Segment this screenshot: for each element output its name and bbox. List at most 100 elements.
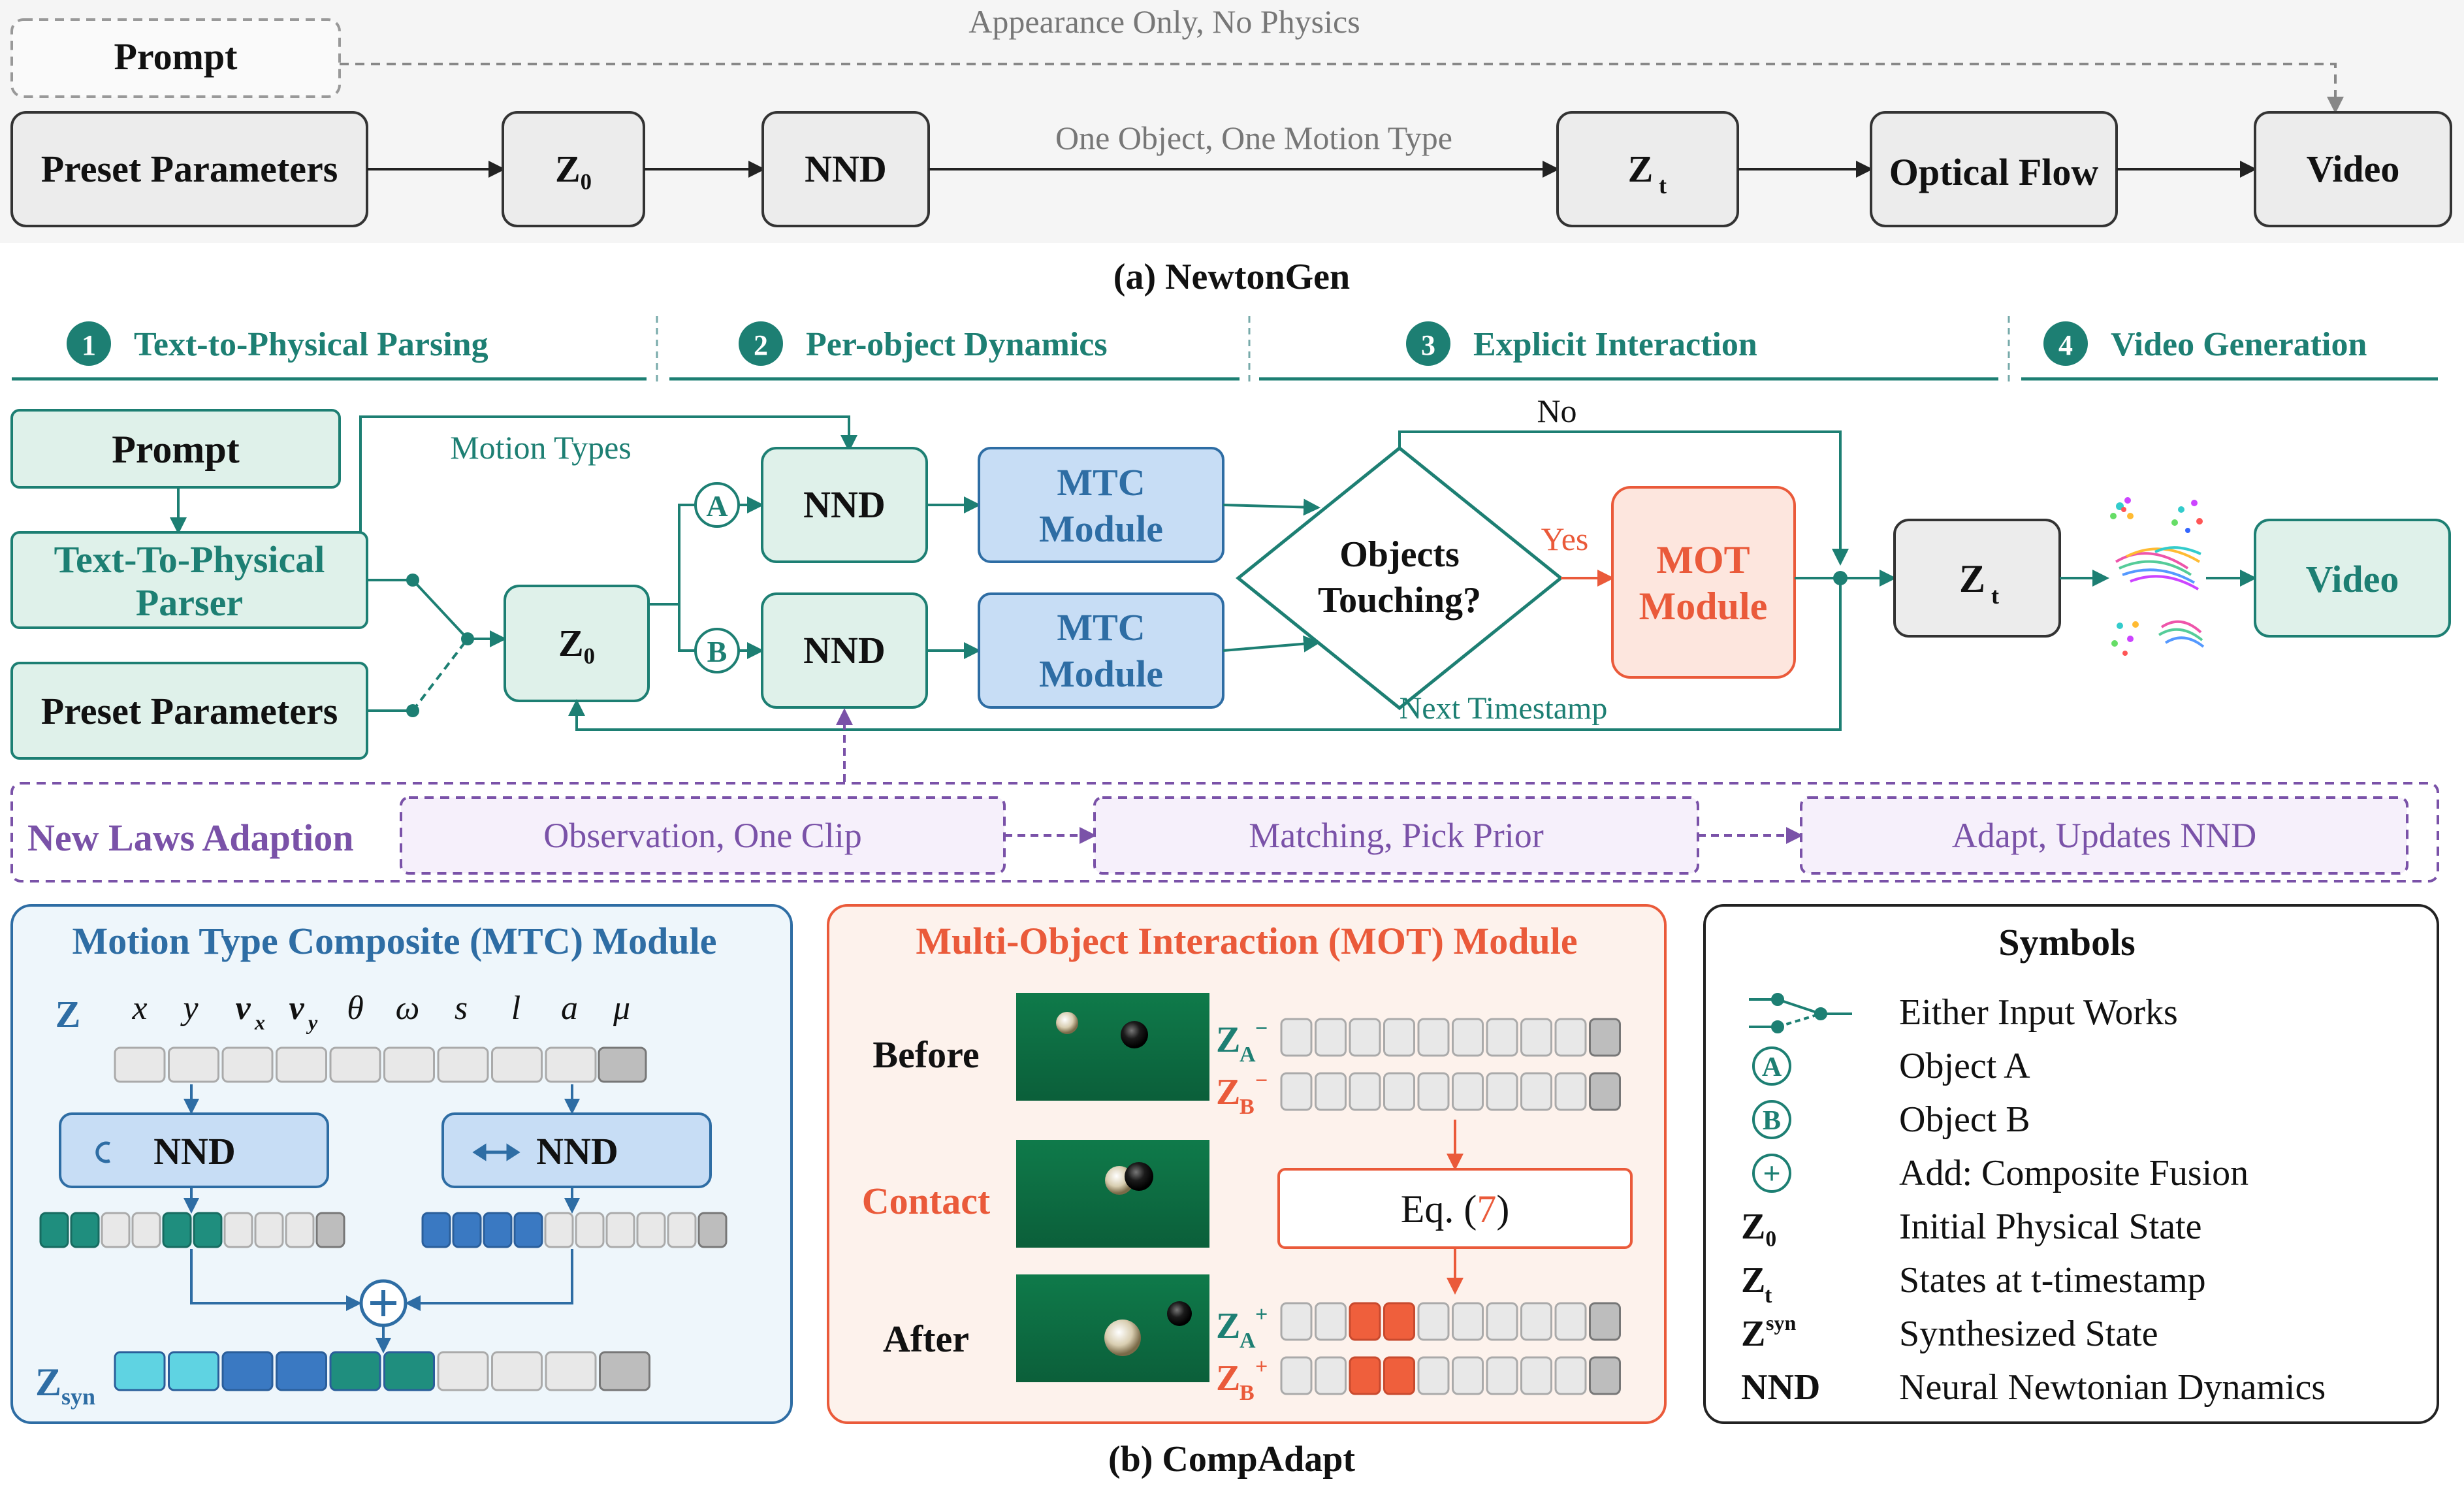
symbol-zsyn: Z syn Synthesized State bbox=[1741, 1311, 2158, 1354]
newtongen-zt-label: Z bbox=[1628, 148, 1654, 190]
branch-a-path bbox=[648, 504, 695, 606]
no-path bbox=[1398, 430, 1849, 566]
state-variable-label: v bbox=[289, 990, 304, 1027]
state-cell bbox=[636, 1212, 666, 1248]
state-cell bbox=[1383, 1018, 1415, 1057]
mtc-b-line2: Module bbox=[1039, 653, 1163, 695]
state-cell bbox=[1315, 1302, 1347, 1341]
state-cell bbox=[605, 1212, 635, 1248]
state-cell bbox=[1315, 1018, 1347, 1057]
state-cell bbox=[491, 1351, 543, 1391]
state-variable-subscript: y bbox=[306, 1011, 318, 1034]
state-cell bbox=[483, 1212, 513, 1248]
symbol-nnd: NND Neural Newtonian Dynamics bbox=[1741, 1367, 2326, 1408]
state-cell bbox=[1417, 1356, 1450, 1395]
translation-icon bbox=[472, 1143, 520, 1161]
svg-text:B: B bbox=[1763, 1106, 1781, 1136]
mtc-nnd-left: NND bbox=[59, 1112, 329, 1188]
billiard-before-image bbox=[1016, 993, 1209, 1101]
nnd-b-box: NND bbox=[761, 592, 928, 709]
zsyn-sub: syn bbox=[61, 1384, 95, 1410]
state-cell bbox=[276, 1351, 327, 1391]
state-cell bbox=[575, 1212, 605, 1248]
symbol-zt: Z t States at t-timestamp bbox=[1741, 1260, 2206, 1308]
arrow-mtc-decision-a bbox=[1223, 498, 1320, 516]
motion-note: One Object, One Motion Type bbox=[1055, 120, 1452, 156]
stage-2-number: 2 bbox=[754, 329, 768, 361]
svg-text:B: B bbox=[1240, 1095, 1255, 1119]
newtongen-prompt-label: Prompt bbox=[114, 35, 238, 78]
state-cell bbox=[383, 1351, 435, 1391]
state-cell bbox=[421, 1212, 451, 1248]
stage-2-label: Per-object Dynamics bbox=[806, 326, 1108, 363]
svg-text:Add: Composite Fusion: Add: Composite Fusion bbox=[1899, 1153, 2248, 1193]
caption-b: (b) CompAdapt bbox=[1108, 1439, 1355, 1480]
state-cell bbox=[599, 1351, 650, 1391]
svg-text:Z: Z bbox=[1216, 1072, 1240, 1112]
yes-label: Yes bbox=[1541, 521, 1589, 557]
object-b-marker: B bbox=[694, 628, 740, 673]
parser-label-line2: Parser bbox=[136, 581, 243, 624]
stage-4-label: Video Generation bbox=[2111, 326, 2367, 363]
state-cell bbox=[1349, 1072, 1381, 1111]
state-variable-subscript: x bbox=[254, 1011, 265, 1034]
state-cell bbox=[1554, 1018, 1587, 1057]
state-cell bbox=[1554, 1072, 1587, 1111]
symbol-object-a: A Object A bbox=[1752, 1046, 2030, 1086]
svg-text:Z: Z bbox=[1216, 1020, 1240, 1060]
state-cell bbox=[70, 1212, 100, 1248]
pipeline-z0-label: Z₀ bbox=[558, 622, 595, 664]
pipeline-preset-label: Preset Parameters bbox=[41, 690, 338, 732]
arrow-mtc-decision-b bbox=[1223, 635, 1320, 653]
state-cell bbox=[1280, 1356, 1313, 1395]
state-variable-label: s bbox=[455, 990, 468, 1027]
state-variable-label: μ bbox=[613, 990, 630, 1027]
za-plus-cells bbox=[1280, 1302, 1621, 1341]
mtc-nnd-right: NND bbox=[441, 1112, 712, 1188]
svg-text:syn: syn bbox=[1766, 1311, 1796, 1335]
newtongen-flow-label: Optical Flow bbox=[1889, 151, 2099, 193]
svg-text:+: + bbox=[1255, 1355, 1268, 1379]
mtc-a-line1: MTC bbox=[1057, 461, 1145, 504]
svg-text:Z₀: Z₀ bbox=[1741, 1207, 1776, 1247]
state-cell bbox=[162, 1212, 192, 1248]
newtongen-nnd-box: NND bbox=[761, 111, 930, 227]
state-cell bbox=[329, 1351, 381, 1391]
mot-line1: MOT bbox=[1656, 538, 1750, 581]
appearance-path bbox=[340, 63, 2344, 114]
state-cell bbox=[1520, 1018, 1552, 1057]
svg-text:Z: Z bbox=[1741, 1314, 1765, 1354]
adaption-title: New Laws Adaption bbox=[27, 817, 354, 859]
newtongen-preset-label: Preset Parameters bbox=[41, 148, 338, 190]
state-cell bbox=[223, 1212, 253, 1248]
decision-line1: Objects bbox=[1339, 534, 1460, 575]
svg-text:A: A bbox=[1240, 1329, 1256, 1353]
billiard-contact-image bbox=[1016, 1140, 1209, 1248]
state-cell bbox=[1452, 1018, 1484, 1057]
state-cell bbox=[1383, 1072, 1415, 1111]
svg-text:B: B bbox=[1240, 1381, 1255, 1405]
svg-text:Z: Z bbox=[1741, 1260, 1765, 1301]
composite-fusion-icon bbox=[359, 1279, 408, 1327]
next-timestamp-label: Next Timestamp bbox=[1400, 691, 1608, 726]
state-cell bbox=[544, 1212, 574, 1248]
stage-4-number: 4 bbox=[2058, 329, 2073, 361]
mtc-z-label: Z bbox=[56, 993, 81, 1035]
state-cell bbox=[598, 1046, 647, 1083]
state-variable-label: l bbox=[511, 990, 520, 1027]
after-label: After bbox=[883, 1318, 969, 1360]
state-cell bbox=[1452, 1072, 1484, 1111]
state-cell bbox=[1589, 1356, 1621, 1395]
za-minus-label: Z A − bbox=[1216, 1016, 1268, 1067]
state-cell bbox=[329, 1046, 381, 1083]
rotation-icon bbox=[95, 1141, 110, 1163]
stage-1-label: Text-to-Physical Parsing bbox=[134, 326, 488, 363]
state-cell bbox=[1280, 1072, 1313, 1111]
state-cell bbox=[114, 1046, 166, 1083]
state-cell bbox=[315, 1212, 345, 1248]
newtongen-zt-sub: t bbox=[1659, 172, 1667, 199]
symbol-object-b: B Object B bbox=[1752, 1099, 2030, 1140]
state-cell bbox=[101, 1212, 131, 1248]
svg-text:−: − bbox=[1255, 1069, 1268, 1093]
